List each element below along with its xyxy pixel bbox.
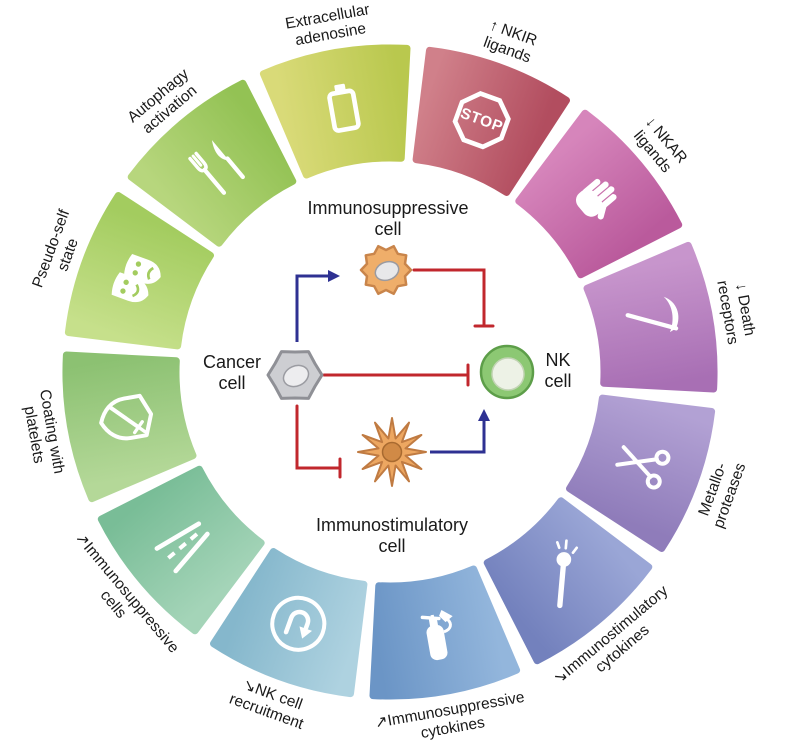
arrow-immunostimulatory-to-nk xyxy=(430,409,490,454)
immunostimulatory-cell-label: Immunostimulatory xyxy=(316,515,468,535)
segment-death-receptors xyxy=(583,241,718,393)
label-nkir-ligands: ↑ NKIRligands xyxy=(481,17,539,67)
inhibit-cancer-to-immunostimulatory xyxy=(295,404,342,479)
center-diagram: Immunosuppressive cell Cancer cell NK ce… xyxy=(203,198,572,556)
inhibit-cancer-to-nk xyxy=(322,363,470,387)
segment-immunostimulatory-cytokines xyxy=(483,497,653,665)
nk-cell-label-line2: cell xyxy=(544,371,571,391)
immunostimulatory-cell-label-line2: cell xyxy=(378,536,405,556)
label-death-receptors: ↓ Deathreceptors xyxy=(713,276,759,346)
segment-coating-with-platelets xyxy=(62,351,197,503)
arrow-cancer-to-immunosuppressive xyxy=(295,270,340,342)
nk-cell-graphic xyxy=(479,344,535,400)
segment-extracellular-adenosine xyxy=(259,44,411,179)
label-coating-with-platelets: Coating withplatelets xyxy=(18,388,67,478)
nk-cell-label: NK xyxy=(545,350,570,370)
cancer-cell-graphic xyxy=(266,350,324,400)
segment-immunosuppressive-cells xyxy=(97,465,265,635)
immunosuppressive-cell-label: Immunosuppressive xyxy=(307,198,468,218)
inhibit-immunosuppressive-to-nk xyxy=(412,268,495,328)
immunostimulatory-cell-graphic xyxy=(357,417,427,487)
immunosuppressive-cell-graphic xyxy=(359,244,413,296)
segment-autophagy-activation xyxy=(127,79,297,247)
cancer-cell-label: Cancer xyxy=(203,352,261,372)
segment-metalloproteases xyxy=(566,394,716,552)
cancer-cell-label-line2: cell xyxy=(218,373,245,393)
label-extracellular-adenosine: Extracellularadenosine xyxy=(284,1,374,50)
immunosuppressive-cell-label-line2: cell xyxy=(374,219,401,239)
